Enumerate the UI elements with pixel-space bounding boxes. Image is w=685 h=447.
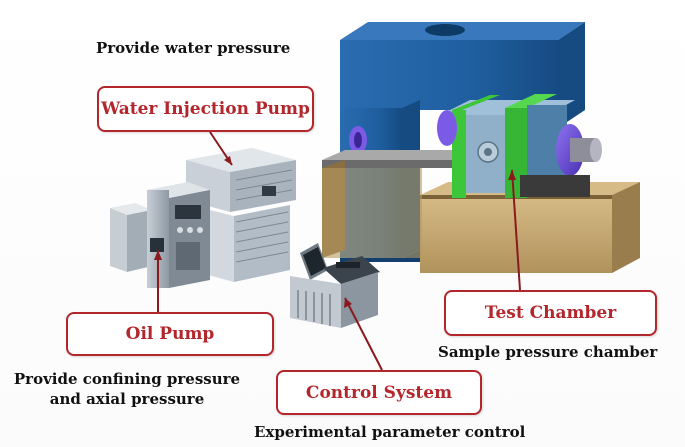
caption-parameter-control: Experimental parameter control <box>254 423 526 441</box>
test-chamber-vessel <box>437 94 602 198</box>
caption-water-pressure: Provide water pressure <box>96 39 291 57</box>
control-console <box>290 243 380 328</box>
label-test-chamber: Test Chamber <box>444 290 657 336</box>
leader-control-system <box>344 297 383 371</box>
label-oil-pump: Oil Pump <box>66 312 274 356</box>
caption-confining-pressure: Provide confining pressure and axial pre… <box>4 369 250 409</box>
caption-confining-line-2: and axial pressure <box>49 390 205 408</box>
label-control-system: Control System <box>276 370 482 415</box>
leader-test-chamber <box>511 169 521 291</box>
oil-pump-cabinet <box>110 182 210 288</box>
caption-confining-line-1: Provide confining pressure <box>13 370 241 388</box>
label-water-injection-pump: Water Injection Pump <box>97 86 314 132</box>
water-pump-cabinet <box>186 148 296 282</box>
caption-sample-chamber: Sample pressure chamber <box>438 343 658 361</box>
